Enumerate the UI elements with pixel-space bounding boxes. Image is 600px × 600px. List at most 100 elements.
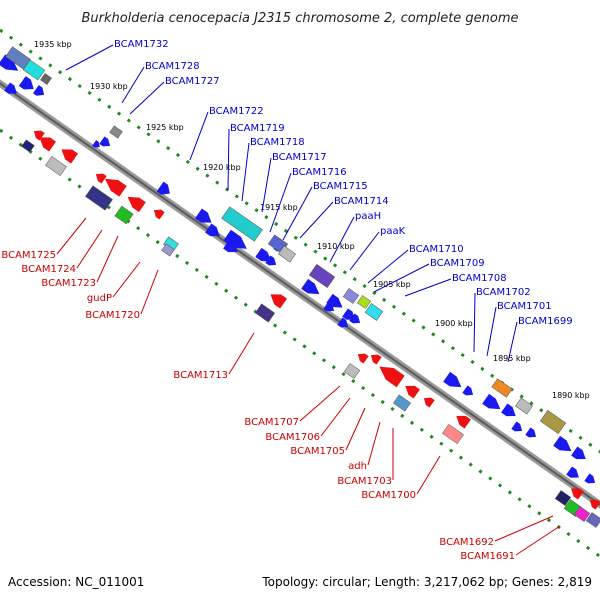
gene-box bbox=[221, 206, 263, 242]
forward-label-leader bbox=[241, 142, 250, 202]
reverse-gene-label-bcam1724[interactable]: BCAM1724 bbox=[21, 264, 76, 275]
forward-gene-label-bcam1701[interactable]: BCAM1701 bbox=[497, 301, 552, 312]
reverse-gene-label-bcam1691[interactable]: BCAM1691 bbox=[460, 551, 515, 562]
reverse-gene-arrow bbox=[405, 385, 420, 399]
gene-box bbox=[308, 264, 336, 288]
forward-gene-arrow bbox=[323, 301, 335, 312]
reverse-gene-label-bcam1720[interactable]: BCAM1720 bbox=[85, 310, 140, 321]
map-title: Burkholderia cenocepacia J2315 chromosom… bbox=[81, 11, 518, 26]
forward-label-leader bbox=[367, 249, 409, 284]
forward-gene-arrow bbox=[18, 76, 34, 90]
forward-label-leader bbox=[404, 278, 452, 297]
forward-gene-arrow bbox=[4, 82, 17, 94]
reverse-gene-arrow bbox=[571, 488, 584, 500]
reverse-gene-arrow bbox=[379, 366, 405, 388]
forward-label-leader bbox=[121, 66, 145, 104]
reverse-gene-arrow bbox=[39, 137, 56, 152]
reverse-gene-arrow bbox=[423, 397, 435, 408]
reverse-gene-arrow bbox=[61, 149, 78, 164]
forward-gene-arrow bbox=[525, 427, 537, 438]
gene-box bbox=[343, 363, 361, 379]
forward-gene-arrow bbox=[255, 247, 272, 262]
forward-gene-label-bcam1709[interactable]: BCAM1709 bbox=[430, 258, 485, 269]
forward-gene-label-bcam1716[interactable]: BCAM1716 bbox=[292, 167, 347, 178]
gene-box bbox=[491, 378, 513, 398]
gene-box bbox=[573, 506, 591, 522]
reverse-gene-label-gudp[interactable]: gudP bbox=[87, 293, 112, 304]
forward-gene-label-bcam1714[interactable]: BCAM1714 bbox=[334, 196, 389, 207]
forward-gene-label-bcam1699[interactable]: BCAM1699 bbox=[518, 316, 573, 327]
forward-gene-label-bcam1708[interactable]: BCAM1708 bbox=[452, 273, 507, 284]
gene-box bbox=[393, 394, 411, 412]
gene-box bbox=[45, 155, 67, 177]
gene-box bbox=[539, 410, 567, 434]
kbp-label: 1895 kbp bbox=[493, 354, 531, 363]
forward-gene-label-bcam1710[interactable]: BCAM1710 bbox=[409, 244, 464, 255]
gene-box bbox=[109, 125, 123, 139]
forward-gene-label-paah[interactable]: paaH bbox=[355, 211, 381, 222]
forward-gene-arrow bbox=[156, 181, 170, 195]
reverse-gene-arrow bbox=[357, 353, 369, 364]
reverse-gene-label-bcam1713[interactable]: BCAM1713 bbox=[173, 370, 228, 381]
reverse-gene-label-bcam1706[interactable]: BCAM1706 bbox=[265, 432, 320, 443]
reverse-gene-label-bcam1692[interactable]: BCAM1692 bbox=[439, 537, 494, 548]
forward-gene-label-bcam1722[interactable]: BCAM1722 bbox=[209, 106, 264, 117]
forward-label-leader bbox=[129, 81, 165, 115]
reverse-gene-label-bcam1725[interactable]: BCAM1725 bbox=[1, 250, 56, 261]
reverse-label-leader bbox=[320, 397, 351, 437]
forward-gene-arrow bbox=[265, 255, 277, 266]
forward-label-leader bbox=[269, 172, 292, 233]
forward-label-leader bbox=[65, 44, 114, 71]
gene-box bbox=[40, 73, 52, 85]
forward-gene-label-bcam1728[interactable]: BCAM1728 bbox=[145, 61, 200, 72]
forward-label-leader bbox=[189, 111, 209, 161]
label-leaders bbox=[56, 44, 561, 556]
forward-gene-label-bcam1717[interactable]: BCAM1717 bbox=[272, 152, 327, 163]
reverse-label-leader bbox=[367, 421, 381, 466]
forward-gene-label-bcam1715[interactable]: BCAM1715 bbox=[313, 181, 368, 192]
gene-labels: BCAM1732BCAM1728BCAM1727BCAM1722BCAM1719… bbox=[1, 39, 572, 562]
reverse-label-leader bbox=[140, 269, 159, 315]
forward-gene-arrow bbox=[553, 435, 572, 452]
gene-box bbox=[442, 423, 464, 445]
forward-gene-arrow bbox=[349, 313, 361, 324]
forward-gene-arrow bbox=[571, 446, 586, 460]
reverse-gene-arrow bbox=[270, 294, 287, 309]
forward-gene-label-bcam1732[interactable]: BCAM1732 bbox=[114, 39, 169, 50]
reverse-gene-label-adh[interactable]: adh bbox=[348, 461, 367, 472]
forward-gene-label-bcam1718[interactable]: BCAM1718 bbox=[250, 137, 305, 148]
forward-gene-arrow bbox=[342, 308, 355, 320]
forward-gene-label-bcam1719[interactable]: BCAM1719 bbox=[230, 123, 285, 134]
reverse-gene-arrow bbox=[127, 196, 146, 213]
forward-label-leader bbox=[227, 128, 230, 191]
kbp-label: 1910 kbp bbox=[317, 242, 355, 251]
forward-gene-arrow bbox=[0, 54, 19, 71]
reverse-gene-label-bcam1723[interactable]: BCAM1723 bbox=[41, 278, 96, 289]
reverse-gene-label-bcam1703[interactable]: BCAM1703 bbox=[337, 476, 392, 487]
reverse-gene-arrow bbox=[33, 130, 45, 141]
reverse-gene-arrow bbox=[456, 415, 471, 429]
kbp-label: 1890 kbp bbox=[552, 391, 590, 400]
reverse-label-leader bbox=[494, 515, 554, 542]
reverse-gene-label-bcam1707[interactable]: BCAM1707 bbox=[244, 417, 299, 428]
forward-gene-label-bcam1727[interactable]: BCAM1727 bbox=[165, 76, 220, 87]
gene-features bbox=[0, 46, 600, 528]
reverse-gene-label-bcam1700[interactable]: BCAM1700 bbox=[361, 490, 416, 501]
gene-box bbox=[515, 397, 533, 415]
forward-gene-label-paak[interactable]: paaK bbox=[380, 226, 406, 237]
forward-gene-arrow bbox=[584, 473, 596, 484]
gene-box bbox=[585, 512, 600, 528]
forward-label-leader bbox=[282, 186, 313, 241]
kbp-label: 1920 kbp bbox=[203, 163, 241, 172]
gene-box bbox=[364, 303, 384, 321]
forward-gene-arrow bbox=[501, 403, 516, 417]
forward-gene-arrow bbox=[205, 223, 220, 237]
forward-gene-label-bcam1702[interactable]: BCAM1702 bbox=[476, 287, 531, 298]
gene-box bbox=[21, 139, 35, 153]
forward-gene-arrow bbox=[482, 393, 501, 410]
reverse-label-leader bbox=[299, 385, 341, 422]
gene-box bbox=[356, 295, 372, 309]
genome-summary-text: Topology: circular; Length: 3,217,062 bp… bbox=[261, 575, 592, 589]
reverse-gene-arrow bbox=[370, 354, 382, 365]
reverse-gene-label-bcam1705[interactable]: BCAM1705 bbox=[290, 446, 345, 457]
